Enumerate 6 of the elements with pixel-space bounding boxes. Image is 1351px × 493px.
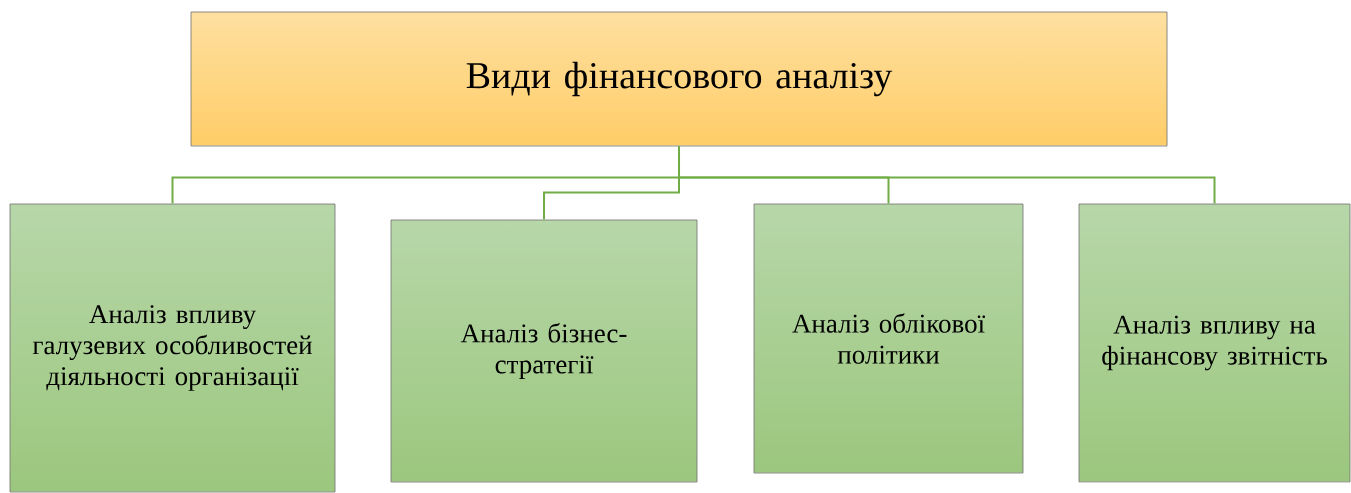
connector-line: [678, 145, 1216, 205]
category-box: Аналіз впливу галузевих особливостей діяльності організації: [9, 203, 336, 493]
title-box: Види фінансового аналізу: [190, 11, 1168, 147]
category-box: Аналіз облікової політики: [753, 203, 1024, 474]
category-box: Аналіз бізнес-стратегії: [390, 219, 698, 483]
category-box: Аналіз впливу на фінансову звітність: [1078, 203, 1351, 483]
